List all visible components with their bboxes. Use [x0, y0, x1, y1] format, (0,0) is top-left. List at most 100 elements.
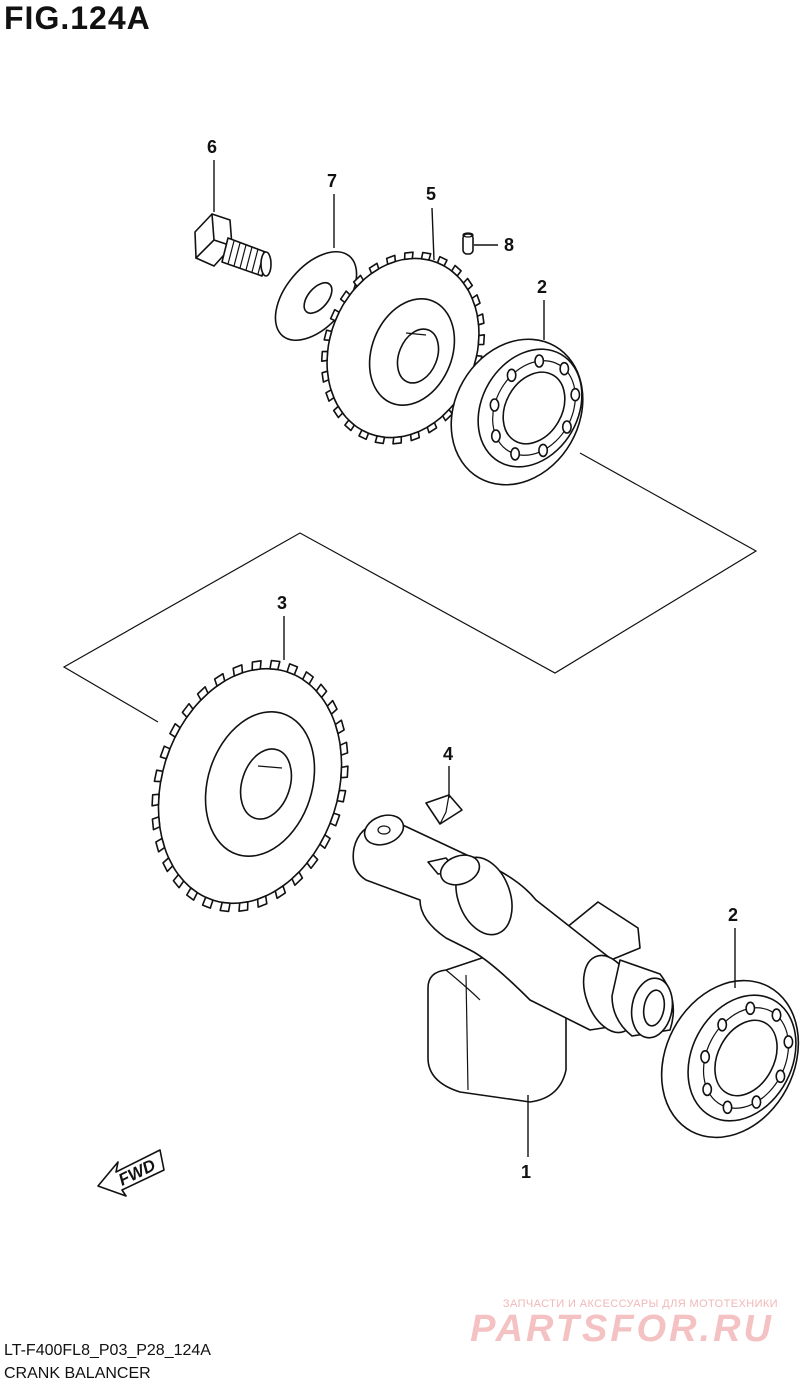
lower-gear-tooth — [315, 683, 328, 699]
lower-bearing-ball — [783, 1035, 794, 1049]
callout-drive-gear: 5 — [426, 184, 436, 204]
lower-gear-tooth — [155, 837, 166, 853]
upper-bearing-ball — [561, 420, 572, 434]
lower-gear-tooth — [274, 885, 287, 900]
callout-crank-balancer: 1 — [521, 1162, 531, 1182]
bolt-part — [194, 213, 272, 277]
callout-bolt: 6 — [207, 137, 217, 157]
lower-gear-tooth — [238, 900, 249, 913]
pin-part — [462, 232, 474, 255]
callout-key: 4 — [443, 744, 453, 764]
lower-bearing-ball — [722, 1100, 733, 1115]
figure-title: FIG.124A — [4, 0, 151, 36]
callout-pin: 8 — [504, 235, 514, 255]
lower-gear-tooth — [319, 834, 331, 850]
upper-bearing-ball — [489, 398, 500, 412]
lower-gear-tooth — [306, 853, 319, 870]
watermark-tagline: ЗАПЧАСТИ И АКСЕССУАРЫ ДЛЯ МОТОТЕХНИКИ — [502, 1298, 778, 1310]
upper-gear-tooth — [339, 290, 351, 304]
callout-driven-gear: 3 — [277, 593, 287, 613]
lower-gear-tooth — [213, 672, 226, 687]
lower-gear-tooth — [219, 901, 231, 913]
footer-assembly-name: CRANK BALANCER — [4, 1365, 151, 1382]
upper-gear-tooth — [332, 405, 344, 419]
upper-bearing-ball — [534, 354, 545, 368]
lower-bearing-ball — [771, 1008, 782, 1022]
footer-model-code: LT-F400FL8_P03_P28_124A — [4, 1342, 211, 1359]
upper-gear-tooth — [368, 262, 380, 275]
upper-gear-tooth — [426, 421, 438, 434]
upper-bearing-ball — [490, 429, 501, 443]
lower-gear-tooth — [181, 702, 194, 719]
upper-gear-tooth — [344, 419, 356, 432]
lower-gear-tooth — [301, 671, 315, 685]
lower-gear-tooth — [291, 871, 304, 887]
upper-gear-tooth — [420, 251, 432, 261]
lower-bearing-ball — [717, 1018, 728, 1032]
lower-gear-tooth — [169, 722, 181, 738]
lower-gear-tooth — [334, 719, 345, 735]
fwd-arrow-icon: FWD — [97, 1149, 165, 1197]
upper-gear-tooth — [385, 254, 397, 266]
upper-gear-tooth — [320, 350, 329, 363]
lower-bearing-ball — [745, 1001, 756, 1016]
upper-gear-tooth — [409, 430, 421, 442]
crank-balancer-part — [352, 814, 675, 1103]
lower-bearing-ball — [700, 1050, 711, 1064]
lower-gear-tooth — [251, 659, 262, 672]
lower-gear-tooth — [159, 745, 171, 760]
upper-gear-tooth — [358, 429, 370, 441]
upper-bearing-ball — [506, 368, 517, 383]
callout-bearing-lower: 2 — [728, 905, 738, 925]
upper-bearing-part — [450, 338, 584, 486]
upper-gear-tooth — [476, 313, 485, 326]
lower-gear-tooth — [172, 873, 185, 889]
upper-gear-tooth — [352, 274, 365, 288]
upper-gear-tooth — [325, 389, 335, 402]
lower-gear-tooth — [162, 857, 174, 873]
upper-gear-tooth — [329, 308, 340, 322]
lower-bearing-part — [660, 979, 800, 1139]
upper-gear-tooth — [471, 294, 481, 307]
upper-bearing-ball — [570, 387, 581, 402]
lower-bearing-ball — [751, 1095, 762, 1109]
lower-gear-tooth — [186, 887, 199, 901]
lower-gear-tooth — [153, 769, 164, 783]
lower-gear-tooth — [269, 659, 281, 671]
lower-gear-part — [151, 659, 349, 913]
assembly-outline — [62, 452, 758, 723]
lower-gear-tooth — [151, 816, 161, 831]
upper-bearing-ball — [510, 447, 521, 461]
lower-gear-tooth — [151, 793, 160, 807]
lower-gear-tooth — [329, 812, 341, 827]
upper-gear-tooth — [392, 435, 403, 445]
lower-bearing-ball — [702, 1082, 713, 1097]
lower-gear-tooth — [340, 765, 349, 779]
lower-gear-tooth — [232, 664, 244, 677]
key-part — [425, 794, 463, 825]
lower-gear-tooth — [326, 699, 338, 715]
upper-gear-tooth — [436, 255, 448, 267]
upper-gear-tooth — [403, 251, 414, 261]
upper-gear-tooth — [477, 333, 486, 346]
watermark-logo: PARTSFOR.RU — [470, 1308, 774, 1350]
lower-gear-tooth — [196, 685, 209, 701]
callout-labels: 6 7 5 8 2 3 4 2 1 — [207, 137, 738, 1182]
lower-bearing-ball — [775, 1069, 786, 1084]
upper-bearing-ball — [538, 443, 549, 458]
lower-gear-tooth — [201, 896, 214, 909]
lower-gear-tooth — [339, 741, 349, 756]
upper-bearing-ball — [559, 361, 570, 376]
lower-gear-tooth — [286, 663, 299, 676]
upper-gear-tooth — [321, 370, 330, 383]
callout-bearing-upper: 2 — [537, 277, 547, 297]
upper-gear-tooth — [450, 264, 462, 277]
upper-gear-tooth — [374, 435, 386, 445]
leader-lines — [213, 160, 736, 1157]
lower-gear-tooth — [336, 789, 347, 803]
upper-gear-tooth — [323, 329, 333, 342]
lower-gear-tooth — [256, 895, 268, 908]
upper-gear-tooth — [462, 277, 474, 291]
